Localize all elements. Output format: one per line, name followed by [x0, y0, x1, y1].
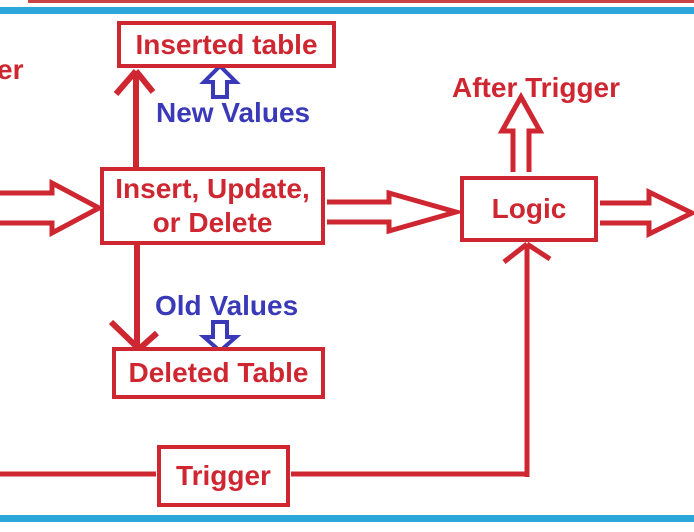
- left-input-arrow: [0, 178, 105, 238]
- node-insert-update-delete-label-line2: or Delete: [152, 207, 273, 238]
- new-values-label: New Values: [156, 97, 311, 128]
- after-trigger-label: After Trigger: [452, 72, 621, 103]
- bottom-cyan-border: [0, 515, 694, 522]
- node-insert-update-delete: Insert, Update, or Delete: [100, 167, 325, 245]
- node-logic: Logic: [460, 176, 598, 242]
- clipped-text-fragment: er: [0, 54, 24, 85]
- insert-to-logic-arrow: [327, 189, 466, 235]
- old-values-label: Old Values: [155, 290, 299, 321]
- after-trigger-arrow: [497, 91, 545, 172]
- node-deleted-table: Deleted Table: [112, 347, 325, 399]
- node-trigger-label: Trigger: [176, 460, 271, 491]
- node-inserted-table: Inserted table: [117, 21, 336, 68]
- node-logic-label: Logic: [491, 193, 567, 224]
- node-trigger: Trigger: [157, 445, 290, 507]
- insert-to-deleted-arrow: [108, 243, 159, 352]
- new-values-up-arrow-icon: [199, 63, 241, 99]
- node-insert-update-delete-label-line1: Insert, Update,: [115, 173, 310, 204]
- insert-to-inserted-arrow: [113, 69, 156, 170]
- node-deleted-table-label: Deleted Table: [128, 357, 309, 388]
- node-inserted-table-label: Inserted table: [135, 28, 318, 60]
- top-cyan-border: [0, 7, 694, 14]
- logic-output-arrow: [600, 187, 694, 239]
